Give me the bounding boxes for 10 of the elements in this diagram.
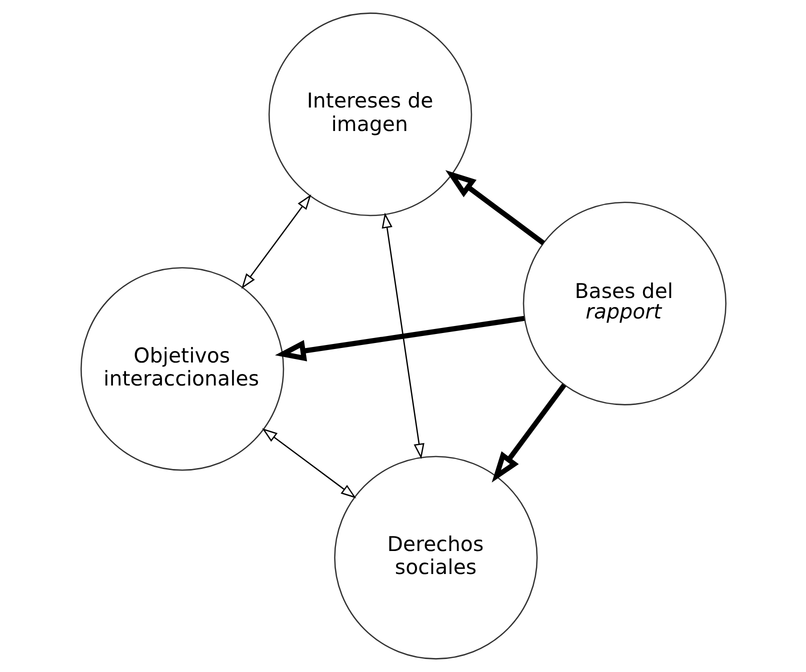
- arrow: [491, 383, 566, 482]
- arrow: [262, 428, 356, 498]
- node-circle: Intereses de imagen: [268, 12, 472, 216]
- arrow: [381, 212, 424, 459]
- arrow: [240, 194, 311, 289]
- node-circle: Derechos sociales: [334, 456, 538, 660]
- arrow: [274, 316, 524, 362]
- node-circle: Bases del rapport: [522, 202, 726, 406]
- arrow: [444, 170, 545, 246]
- node-circle: Objetivos interaccionales: [80, 267, 284, 471]
